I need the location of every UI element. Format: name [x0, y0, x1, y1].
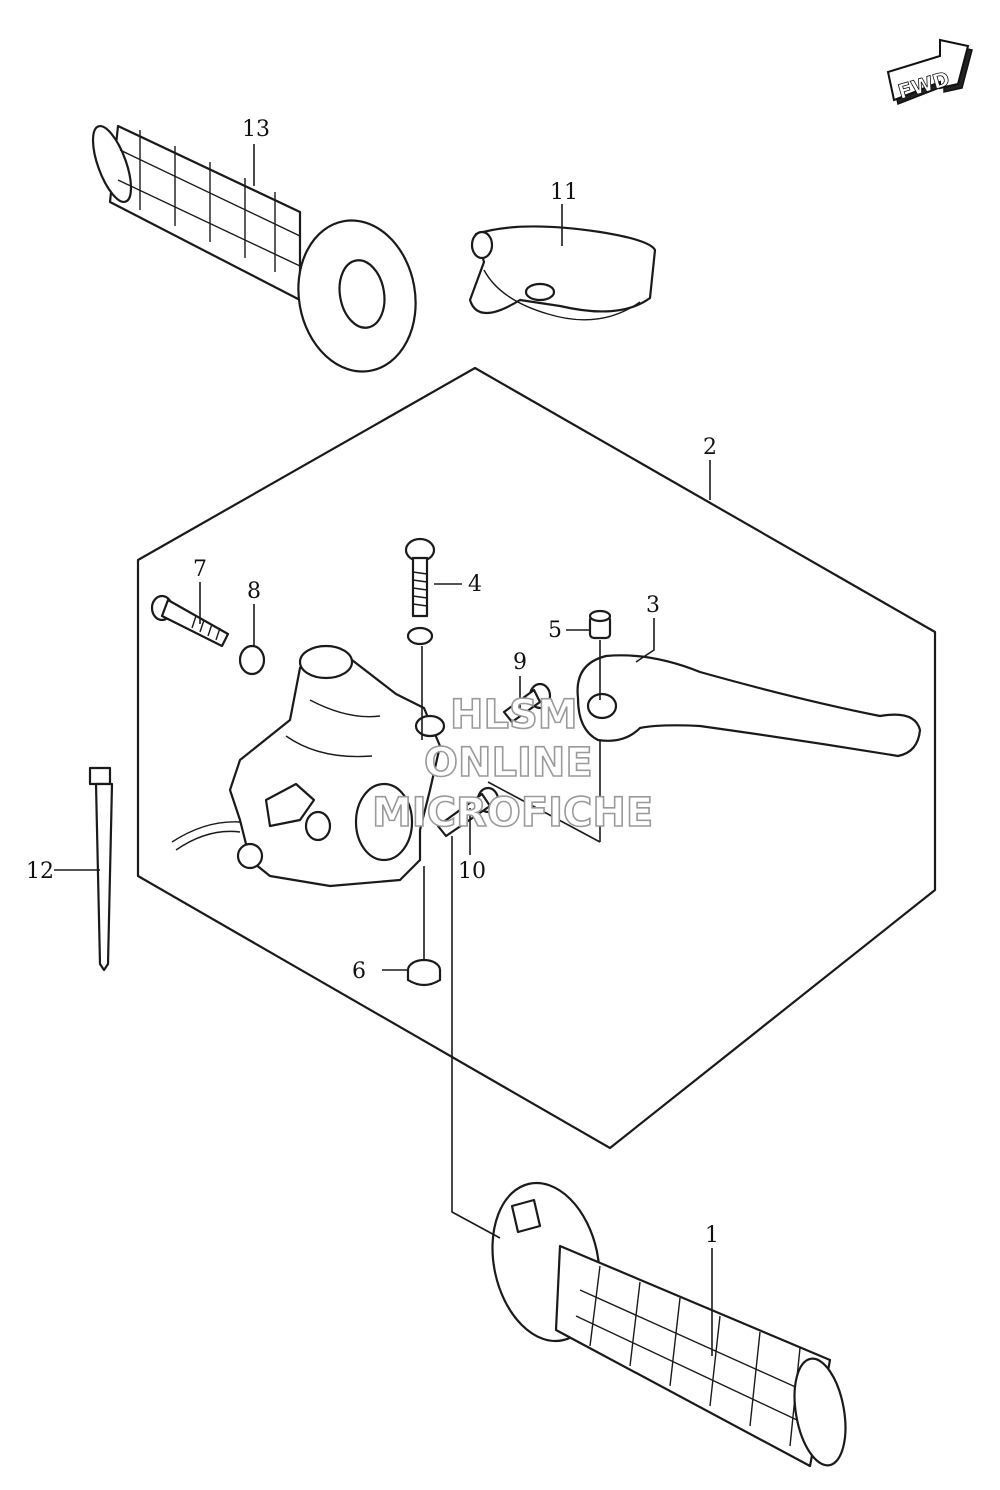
- clutch-lever-3: [576, 654, 922, 758]
- callout-7: 7: [193, 557, 207, 582]
- callout-4: 4: [468, 572, 482, 597]
- screw-10: [436, 786, 500, 838]
- callout-labels: 1 2 3 4 5 6 7 8 9 10 11 12 13: [26, 117, 719, 1248]
- callout-8: 8: [247, 579, 261, 604]
- nut-6: [406, 958, 442, 987]
- callout-9: 9: [513, 650, 527, 675]
- callout-5: 5: [548, 618, 562, 643]
- assembly-boundary: [136, 366, 937, 1150]
- callout-11: 11: [550, 180, 578, 205]
- nut-8: [238, 644, 266, 676]
- grip-left-upper: [91, 124, 417, 373]
- bolt-7: [150, 594, 230, 648]
- callout-10: 10: [458, 859, 486, 884]
- fwd-arrow-icon: FWD: [886, 38, 973, 106]
- watermark-line2: ONLINE: [424, 740, 593, 786]
- lever-cover: [468, 225, 657, 321]
- throttle-grip-1: [491, 1181, 847, 1468]
- watermark: HLSM ONLINE MICROFICHE: [371, 691, 654, 837]
- collar-5: [588, 609, 612, 640]
- callout-6: 6: [352, 959, 366, 984]
- watermark-line3: MICROFICHE: [372, 790, 653, 836]
- watermark-line1: HLSM: [450, 692, 578, 738]
- cable-tie-12: [88, 766, 114, 972]
- screw-9: [502, 682, 552, 724]
- callout-12: 12: [26, 859, 54, 884]
- screw-4: [404, 537, 436, 646]
- callout-3: 3: [646, 593, 660, 618]
- callout-2: 2: [703, 435, 717, 460]
- callout-13: 13: [242, 117, 270, 142]
- callout-1: 1: [705, 1223, 719, 1248]
- leader-lines: [54, 144, 713, 1356]
- lever-holder: [171, 644, 446, 888]
